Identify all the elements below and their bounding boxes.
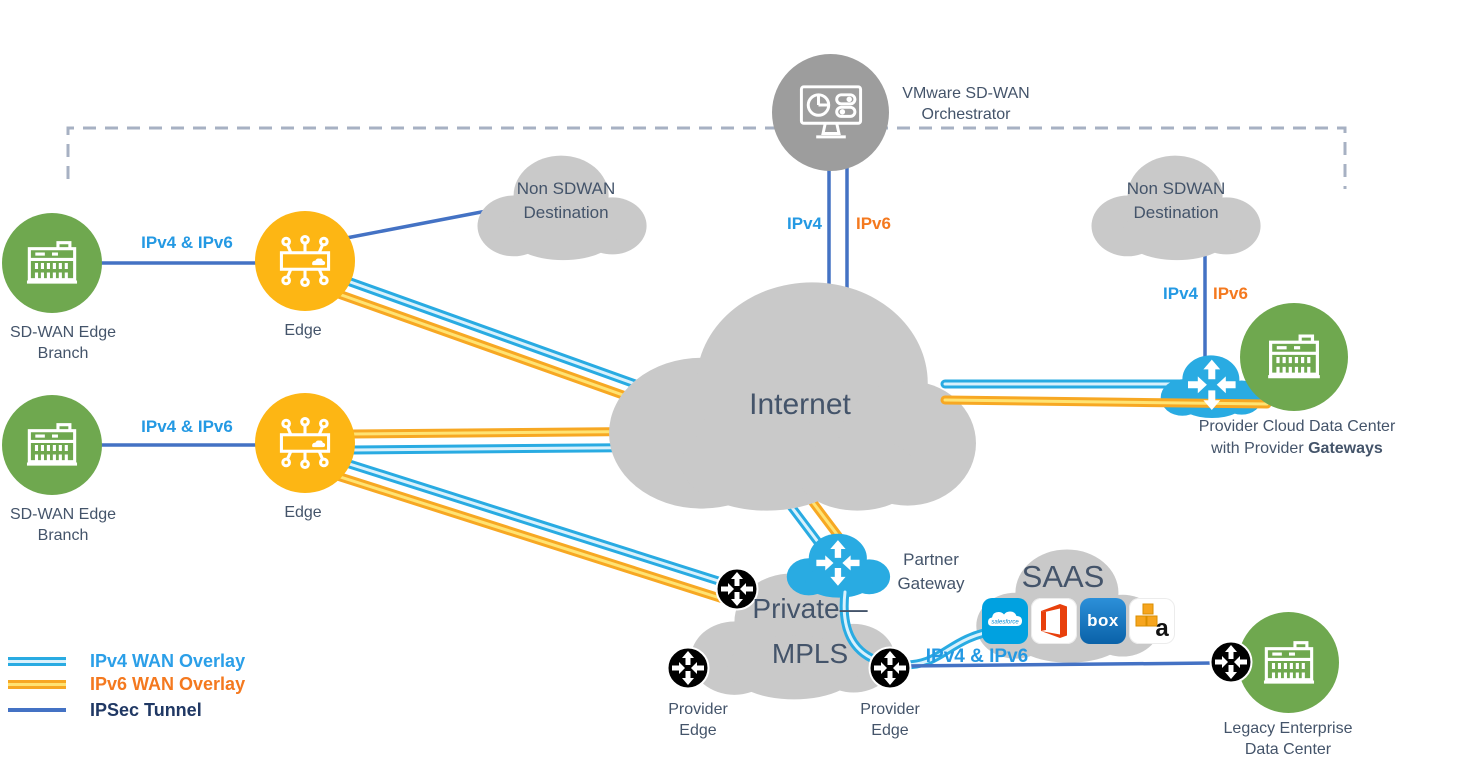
legend-ipv6-label: IPv6 WAN Overlay [90, 673, 246, 694]
edge-device-icon [279, 416, 331, 470]
non-sdwan-cloud-right [1091, 155, 1261, 261]
ipv4-overlay-swatch [8, 656, 66, 666]
salesforce-wordmark: salesforce [991, 620, 1019, 626]
mpls-label: Private—MPLS [752, 593, 868, 669]
mpls-router-icon [715, 567, 759, 611]
branch1-link-label: IPv4 & IPv6 [141, 233, 233, 252]
salesforce-icon: salesforce [982, 598, 1028, 644]
provider-edge-left-router-icon [666, 646, 710, 690]
box-icon: box [1080, 598, 1126, 644]
orchestrator-ipv4-label: IPv4 [787, 214, 822, 233]
saas-label: SAAS [1021, 559, 1105, 594]
legend-item-ipsec-tunnel: IPSec Tunnel [8, 699, 202, 721]
legacy-dc-router-icon [1209, 640, 1253, 684]
right-ipv6-label: IPv6 [1213, 284, 1248, 303]
legend-item-ipv6-overlay: IPv6 WAN Overlay [8, 673, 245, 695]
edge-top-label: Edge [284, 322, 322, 339]
provider-cloud-dc-label: Provider Cloud Data Center with Provider… [1198, 418, 1396, 457]
internet-label: Internet [749, 388, 851, 421]
aws-a-glyph: a [1155, 615, 1169, 642]
datacenter-building-icon [1263, 640, 1314, 684]
edge-top-node [255, 211, 355, 311]
branch-building-icon [26, 423, 78, 466]
datacenter-building-icon [1268, 334, 1320, 379]
orchestrator-monitor-icon [799, 84, 862, 138]
ipv6-overlay-swatch [8, 679, 66, 689]
branch2-link-label: IPv4 & IPv6 [141, 417, 233, 436]
provider-edge-right-router-icon [868, 646, 912, 690]
legend-ipv4-label: IPv4 WAN Overlay [90, 650, 246, 671]
provider-cloud-dc-node [1240, 303, 1348, 411]
sdwan-edge-branch-bottom-node [2, 395, 102, 495]
office-icon [1031, 598, 1077, 644]
internet-cloud [609, 282, 976, 511]
sdwan-edge-branch-top-node [2, 213, 102, 313]
edge-device-icon [279, 234, 331, 288]
edge-bottom-label: Edge [284, 504, 322, 521]
box-wordmark: box [1087, 611, 1119, 630]
legend-item-ipv4-overlay: IPv4 WAN Overlay [8, 650, 245, 672]
ipsec-tunnel-swatch [8, 708, 66, 712]
legend-ipsec-label: IPSec Tunnel [90, 699, 202, 720]
branch-building-icon [26, 241, 78, 284]
edge-bottom-node [255, 393, 355, 493]
right-ipv4-label: IPv4 [1163, 284, 1198, 303]
orchestrator-node [772, 54, 889, 171]
saas-link-label: IPv4 & IPv6 [925, 646, 1029, 667]
aws-icon: a [1129, 598, 1175, 644]
non-sdwan-cloud-left [477, 155, 647, 261]
orchestrator-ipv6-label: IPv6 [856, 214, 891, 233]
legacy-dc-node [1238, 612, 1339, 713]
